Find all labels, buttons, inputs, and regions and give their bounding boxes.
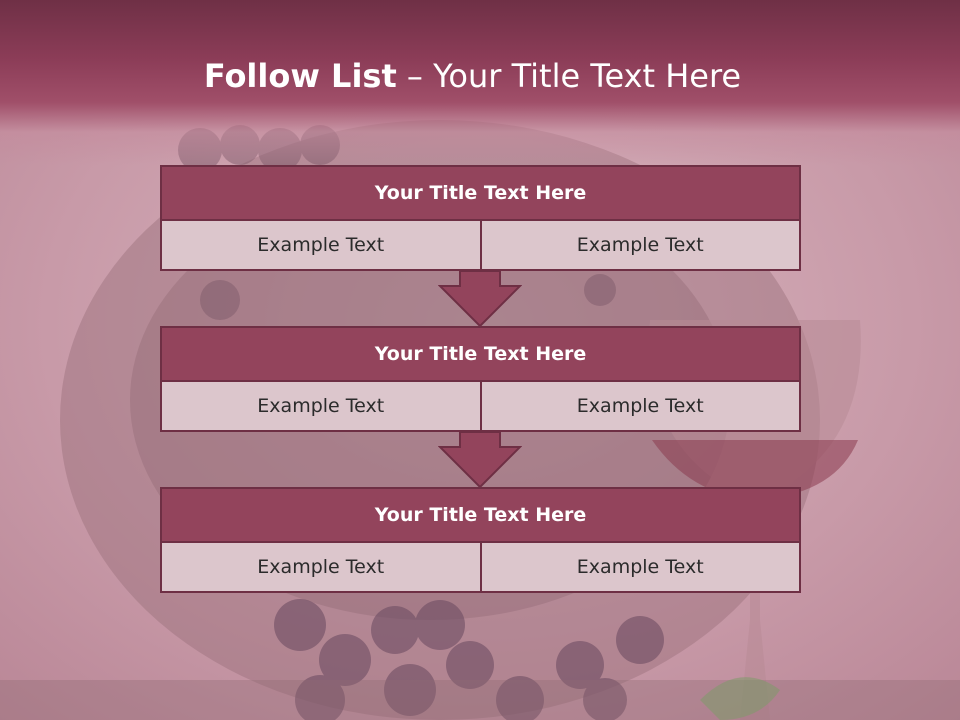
step-row: Example Text Example Text (160, 382, 801, 432)
step-header: Your Title Text Here (160, 326, 801, 382)
step-block-3: Your Title Text Here Example Text Exampl… (160, 487, 801, 593)
step-cell-left: Example Text (162, 221, 480, 269)
step-cell-left: Example Text (162, 382, 480, 430)
step-cell-right: Example Text (479, 543, 799, 591)
slide-title-bold: Follow List (203, 57, 397, 95)
title-band (0, 0, 960, 165)
step-row: Example Text Example Text (160, 221, 801, 271)
step-header: Your Title Text Here (160, 487, 801, 543)
step-cell-right: Example Text (479, 221, 799, 269)
step-header: Your Title Text Here (160, 165, 801, 221)
down-arrow-icon (438, 432, 522, 488)
slide-title-rest: Your Title Text Here (433, 57, 742, 95)
slide-title: Follow List – Your Title Text Here (0, 55, 945, 97)
step-cell-right: Example Text (479, 382, 799, 430)
slide-title-separator: – (406, 57, 423, 95)
step-block-1: Your Title Text Here Example Text Exampl… (160, 165, 801, 271)
down-arrow-icon (438, 271, 522, 327)
step-block-2: Your Title Text Here Example Text Exampl… (160, 326, 801, 432)
step-row: Example Text Example Text (160, 543, 801, 593)
step-cell-left: Example Text (162, 543, 480, 591)
